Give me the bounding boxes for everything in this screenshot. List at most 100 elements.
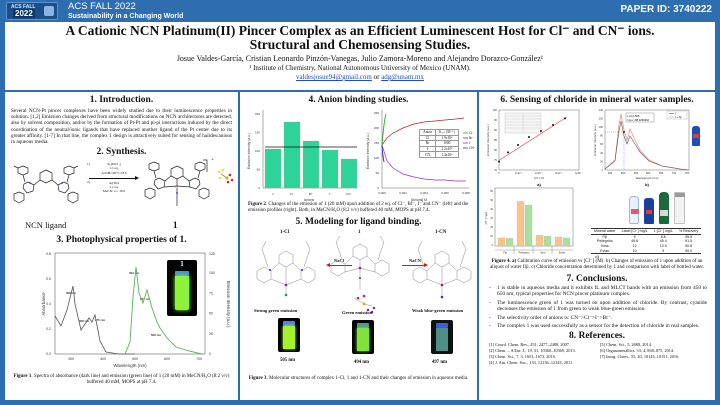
series-br bbox=[381, 117, 465, 146]
structure-1-cn bbox=[412, 240, 472, 299]
complex-1-structure: Pt N bbox=[144, 159, 210, 207]
svg-text:0: 0 bbox=[258, 186, 260, 190]
cell: 10.9 bbox=[659, 244, 667, 249]
svg-text:125: 125 bbox=[209, 252, 215, 256]
svg-text:25: 25 bbox=[209, 332, 213, 336]
emission-line bbox=[124, 267, 203, 355]
mineral-water-table: Mineral water Label [Cl⁻] mg/L 1 [Cl⁻] m… bbox=[591, 228, 702, 254]
cell: 45.4 bbox=[659, 239, 667, 244]
svg-text:70: 70 bbox=[494, 168, 497, 172]
svg-text:Absorbance: Absorbance bbox=[41, 292, 46, 316]
reaction-arrow bbox=[89, 175, 139, 180]
svg-text:500: 500 bbox=[621, 171, 626, 175]
vial-1-photo-mid bbox=[352, 320, 374, 354]
svg-text:0: 0 bbox=[209, 352, 211, 356]
reference-item: [3] Chem. Sci., 7, 3, 1653–1673, 2016. bbox=[489, 354, 556, 360]
cell: 12 bbox=[632, 244, 637, 249]
step-2-reagent: AgTfO bbox=[109, 180, 119, 185]
svg-text:150: 150 bbox=[255, 131, 260, 135]
figure-3: 1-Cl 1 1-CN NaCl bbox=[240, 228, 477, 376]
svg-text:40: 40 bbox=[600, 151, 603, 155]
title-line-2: Structural and Chemosensing Studies. bbox=[249, 37, 471, 52]
figure-3-caption: Figure 3. Molecular structures of comple… bbox=[240, 376, 477, 382]
svg-text:358 nm: 358 nm bbox=[79, 319, 90, 323]
svg-text:Emission Intensity (a.u.): Emission Intensity (a.u.) bbox=[366, 133, 370, 169]
svg-text:Wavelength (nm): Wavelength (nm) bbox=[113, 363, 147, 368]
svg-text:3x10⁻⁵: 3x10⁻⁵ bbox=[555, 171, 563, 175]
email-separator: or bbox=[371, 73, 382, 81]
col-label-cl: Label [Cl⁻] mg/L bbox=[621, 229, 648, 234]
svg-text:0.2: 0.2 bbox=[46, 327, 51, 331]
label-1-cl: 1-Cl bbox=[280, 230, 290, 235]
svg-text:100: 100 bbox=[374, 156, 379, 160]
svg-text:0.6: 0.6 bbox=[46, 277, 51, 281]
svg-text:500: 500 bbox=[132, 357, 138, 361]
svg-text:750: 750 bbox=[685, 171, 690, 175]
wavelength-1-cl: 505 nm bbox=[280, 358, 296, 363]
contact-emails: valdesjosue94@gmail.com or adg@unam.mx bbox=[5, 73, 715, 82]
svg-text:75: 75 bbox=[494, 158, 497, 162]
svg-text:1: 1 bbox=[675, 113, 677, 116]
email-link-2[interactable]: adg@unam.mx bbox=[381, 73, 424, 81]
svg-text:50: 50 bbox=[376, 171, 380, 175]
anion-heading: 4. Anion binding studies. bbox=[308, 95, 409, 105]
bar-i bbox=[321, 149, 339, 189]
step-2-number: 2) bbox=[87, 180, 90, 185]
svg-text:75: 75 bbox=[209, 292, 213, 296]
figure-3-caption-text: . Molecular structures of complex 1-Cl, … bbox=[266, 376, 469, 381]
svg-text:600: 600 bbox=[164, 357, 170, 361]
svg-text:600: 600 bbox=[646, 171, 651, 175]
svg-text:140: 140 bbox=[599, 108, 604, 112]
svg-text:0.008: 0.008 bbox=[462, 191, 470, 195]
conclusions-heading: 7. Conclusions. bbox=[566, 274, 628, 284]
authors: Josue Valdes-García, Cristian Leonardo P… bbox=[176, 54, 544, 63]
svg-text:30: 30 bbox=[490, 217, 493, 220]
step-2-eq: 1.1 eq. bbox=[109, 185, 119, 190]
svg-text:Emission Intensity (a.u.): Emission Intensity (a.u.) bbox=[226, 281, 231, 328]
svg-text:494 nm: 494 nm bbox=[129, 271, 140, 275]
svg-text:[Anions] M: [Anions] M bbox=[411, 198, 427, 202]
title-line-1: A Cationic NCN Platinum(II) Pincer Compl… bbox=[65, 23, 655, 38]
vial-1-cl-photo bbox=[278, 318, 300, 352]
svg-text:2x10⁻⁵: 2x10⁻⁵ bbox=[535, 171, 543, 175]
series-cn bbox=[381, 144, 385, 163]
svg-text:100: 100 bbox=[209, 271, 215, 275]
svg-text:1: 1 bbox=[272, 192, 274, 196]
svg-text:50: 50 bbox=[490, 199, 493, 202]
evian-bottle-icon bbox=[629, 196, 639, 224]
svg-text:50: 50 bbox=[209, 312, 213, 316]
poster-title: A Cationic NCN Platinum(II) Pincer Compl… bbox=[5, 24, 715, 52]
svg-text:250: 250 bbox=[374, 111, 379, 115]
reaction-conditions: 1) K₂[PtCl₄] 1.1 eq. AcOH/120°C/18 h 2) … bbox=[87, 162, 139, 193]
svg-text:I⁻: I⁻ bbox=[329, 192, 332, 196]
fiji-bottle-icon-2 bbox=[644, 198, 654, 224]
bar-1 bbox=[264, 148, 282, 189]
figure-1-caption-text: . Spectra of absorbance (dark line) and … bbox=[31, 374, 230, 386]
cell: 90.8 bbox=[685, 244, 693, 249]
logo-skyline-icon bbox=[44, 6, 54, 16]
step-1-number: 1) bbox=[87, 162, 90, 167]
vial-1-photo: 1 bbox=[167, 260, 197, 317]
svg-text:Wavelength (nm): Wavelength (nm) bbox=[636, 176, 659, 180]
cell: 90.0 bbox=[685, 248, 693, 253]
email-link-1[interactable]: valdesjosue94@gmail.com bbox=[295, 73, 372, 81]
series-i bbox=[381, 144, 466, 182]
references-list: [1] Coord. Chem. Rev., 251, 2477–2488, 2… bbox=[479, 342, 715, 366]
wavelength-1: 494 nm bbox=[354, 360, 370, 365]
svg-text:80: 80 bbox=[494, 148, 497, 152]
svg-text:[Cl⁻] M: [Cl⁻] M bbox=[534, 176, 544, 180]
intro-text: Several NCN-Pt pincer complexes have bee… bbox=[11, 108, 232, 146]
column-right: 6. Sensing of chloride in mineral water … bbox=[479, 92, 715, 400]
svg-text:0.000: 0.000 bbox=[378, 191, 386, 195]
cell: 49.6 bbox=[631, 239, 639, 244]
svg-text:10: 10 bbox=[490, 235, 493, 238]
svg-text:Cl⁻: Cl⁻ bbox=[469, 131, 474, 135]
svg-text:Fiji: Fiji bbox=[503, 252, 507, 255]
cell: CN bbox=[419, 151, 436, 158]
conference-theme: Sustainability in a Changing World bbox=[68, 13, 184, 20]
